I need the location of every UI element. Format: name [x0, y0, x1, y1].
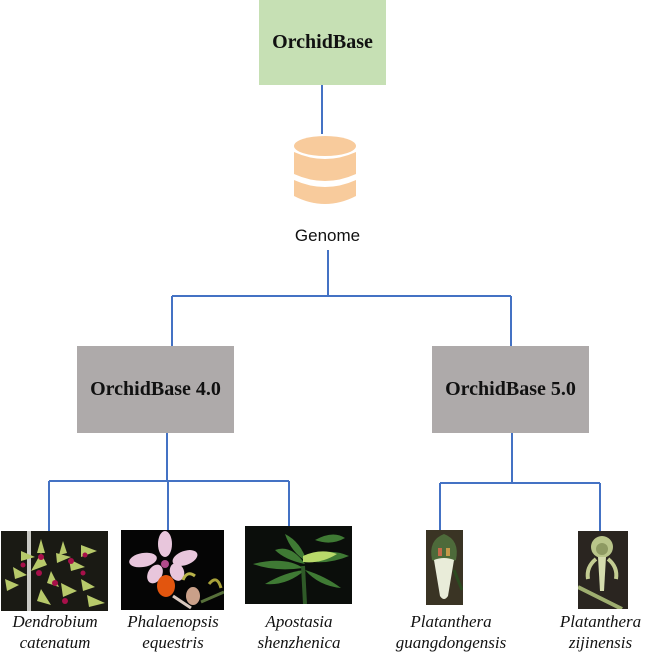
orchid-photo-illustration: [245, 526, 352, 604]
species-caption: Phalaenopsis equestris: [116, 611, 230, 653]
root-label: OrchidBase: [272, 31, 373, 53]
platanthera-zijinensis-photo: [578, 531, 628, 609]
dendrobium-catenatum-photo: [1, 531, 108, 611]
platanthera-guangdongensis-photo: [426, 530, 463, 605]
orchid-photo-illustration: [121, 530, 224, 610]
species-epithet: catenatum: [19, 633, 91, 652]
species-epithet: equestris: [142, 633, 204, 652]
version-label: OrchidBase 5.0: [445, 378, 576, 400]
species-genus: Dendrobium: [12, 612, 98, 631]
species-genus: Phalaenopsis: [127, 612, 219, 631]
species-caption: Dendrobium catenatum: [0, 611, 110, 653]
species-caption: Apostasia shenzhenica: [243, 611, 355, 653]
species-caption: Platanthera zijinensis: [552, 611, 649, 653]
orchid-photo-illustration: [1, 531, 108, 611]
version-node-4: OrchidBase 4.0: [77, 346, 234, 433]
species-epithet: zijinensis: [568, 633, 633, 652]
root-node: OrchidBase: [259, 0, 386, 85]
species-genus: Platanthera: [559, 612, 642, 631]
version-node-5: OrchidBase 5.0: [432, 346, 589, 433]
species-genus: Platanthera: [410, 612, 492, 631]
species-epithet: guangdongensis: [395, 633, 507, 652]
orchid-photo-illustration: [426, 530, 463, 605]
version-label: OrchidBase 4.0: [90, 378, 221, 400]
species-genus: Apostasia: [265, 612, 333, 631]
orchid-photo-illustration: [578, 531, 628, 609]
phalaenopsis-equestris-photo: [121, 530, 224, 610]
species-epithet: shenzhenica: [257, 633, 341, 652]
apostasia-shenzhenica-photo: [245, 526, 352, 604]
database-icon: [294, 136, 356, 204]
genome-label: Genome: [294, 226, 361, 245]
species-caption: Platanthera guangdongensis: [384, 611, 518, 653]
